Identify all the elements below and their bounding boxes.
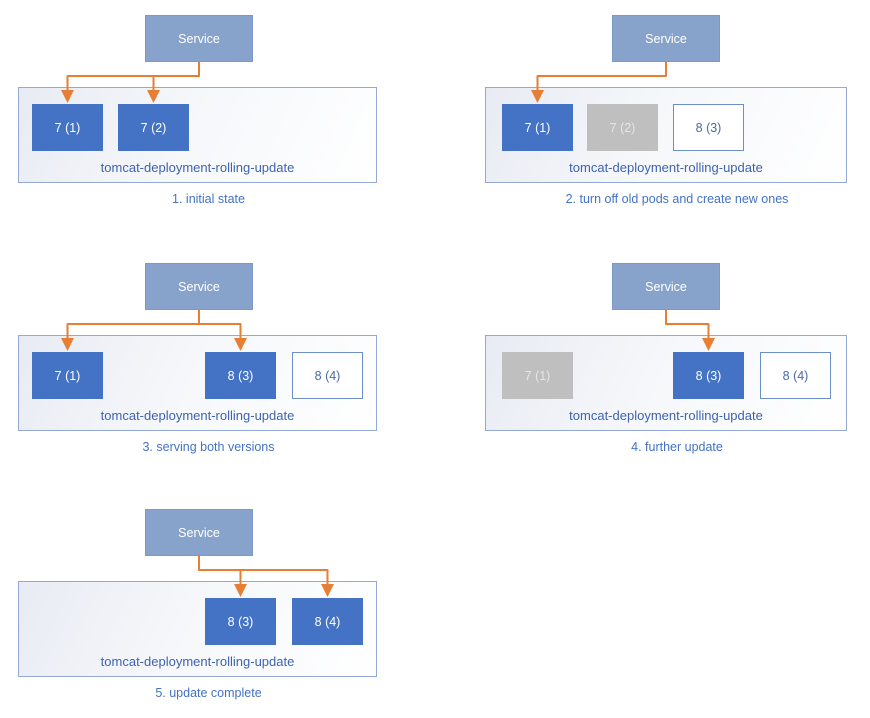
pod-8-4-new: 8 (4) [292,352,363,399]
panel-3: Service tomcat-deployment-rolling-update… [0,248,435,472]
service-box: Service [612,15,720,62]
service-label: Service [645,279,687,294]
pod-8-4-active: 8 (4) [292,598,363,645]
panel-5: Service tomcat-deployment-rolling-update… [0,494,435,718]
pod-8-3-active: 8 (3) [673,352,744,399]
pod-7-2-inactive: 7 (2) [587,104,658,151]
pod-7-1-inactive: 7 (1) [502,352,573,399]
pod-7-1-active: 7 (1) [32,352,103,399]
panel-1: Service tomcat-deployment-rolling-update… [0,0,435,224]
service-box: Service [612,263,720,310]
service-label: Service [645,31,687,46]
pod-8-3-active: 8 (3) [205,352,276,399]
panel-caption: 2. turn off old pods and create new ones [565,192,789,206]
deployment-label: tomcat-deployment-rolling-update [569,160,763,175]
pod-8-4-new: 8 (4) [760,352,831,399]
pod-label: 8 (4) [314,368,341,383]
pod-label: 7 (1) [524,120,551,135]
deployment-label: tomcat-deployment-rolling-update [100,408,295,423]
deployment-label: tomcat-deployment-rolling-update [100,160,295,175]
pod-label: 7 (1) [54,120,81,135]
pod-label: 7 (2) [609,120,636,135]
deployment-label: tomcat-deployment-rolling-update [569,408,763,423]
pod-label: 7 (2) [140,120,167,135]
pod-label: 7 (1) [54,368,81,383]
pod-7-1-active: 7 (1) [32,104,103,151]
pod-label: 8 (3) [227,614,254,629]
deployment-container: tomcat-deployment-rolling-update [485,87,847,183]
pod-label: 8 (3) [227,368,254,383]
service-box: Service [145,509,253,556]
pod-label: 8 (3) [695,120,722,135]
panel-caption: 5. update complete [155,686,262,700]
pod-7-1-active: 7 (1) [502,104,573,151]
panel-caption: 4. further update [631,440,723,454]
panel-4: Service tomcat-deployment-rolling-update… [435,248,870,472]
pod-8-3-active: 8 (3) [205,598,276,645]
panel-caption: 3. serving both versions [142,440,275,454]
service-label: Service [178,31,220,46]
pod-label: 7 (1) [524,368,551,383]
service-label: Service [178,279,220,294]
service-label: Service [178,525,220,540]
panel-2: Service tomcat-deployment-rolling-update… [435,0,870,224]
pod-label: 8 (4) [314,614,341,629]
deployment-label: tomcat-deployment-rolling-update [100,654,295,669]
service-box: Service [145,15,253,62]
pod-label: 8 (4) [782,368,809,383]
panel-caption: 1. initial state [172,192,245,206]
service-box: Service [145,263,253,310]
pod-7-2-active: 7 (2) [118,104,189,151]
pod-label: 8 (3) [695,368,722,383]
pod-8-3-new: 8 (3) [673,104,744,151]
